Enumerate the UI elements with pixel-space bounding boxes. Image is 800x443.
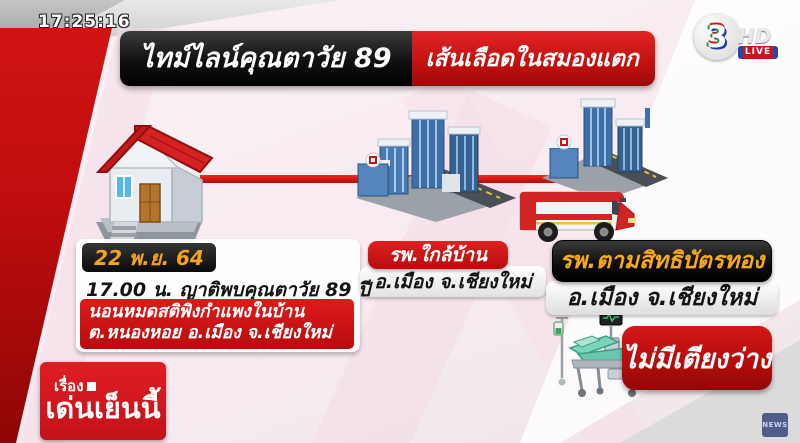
headline-title: ไทม์ไลน์คุณตาวัย 89	[120, 31, 412, 86]
square-bullet-icon	[86, 381, 96, 391]
channel3-number: 3	[706, 19, 728, 55]
event-detail-line1: นอนหมดสติพิงกำแพงในบ้าน	[88, 302, 305, 322]
clock-timestamp: 17:25:16	[38, 12, 131, 32]
headline-banner: ไทม์ไลน์คุณตาวัย 89 เส้นเลือดในสมองแตก	[120, 31, 655, 86]
program-logo-top: เรื่อง	[54, 377, 96, 395]
event-detail-box: นอนหมดสติพิงกำแพงในบ้าน ต.หนองหอย อ.เมือ…	[80, 299, 354, 349]
hospital-buildings-icon	[356, 110, 516, 222]
near-hospital-badge: รพ.ใกล้บ้าน	[368, 241, 508, 269]
ambulance-icon	[519, 191, 636, 242]
channel3-hd-live-logo: 3 HD LIVE	[694, 14, 782, 68]
house-icon	[95, 125, 214, 242]
event-detail-line2: ต.หนองหอย อ.เมือง จ.เชียงใหม่	[88, 323, 332, 343]
headline-subtitle: เส้นเลือดในสมองแตก	[411, 31, 655, 86]
event-date-badge: 22 พ.ย. 64	[82, 243, 216, 272]
program-brand-bottom: เด่นเย็นนี้	[45, 391, 161, 425]
no-bed-status-badge: ไม่มีเตียงว่าง	[622, 326, 772, 390]
hd-badge: HD	[738, 24, 772, 48]
news-watermark-icon: NEWS	[762, 413, 788, 437]
gold-card-hospital-location: อ.เมือง จ.เชียงใหม่	[546, 281, 778, 315]
program-brand-top: เรื่อง	[54, 377, 84, 395]
event-description: 17.00 น. ญาติพบคุณตาวัย 89 ปี	[86, 279, 371, 301]
gold-card-hospital-badge: รพ.ตามสิทธิบัตรทอง	[552, 240, 772, 282]
program-logo: เรื่อง เด่นเย็นนี้	[40, 362, 166, 440]
hospital-buildings-icon	[542, 98, 668, 200]
channel3-circle	[694, 14, 740, 60]
live-badge: LIVE	[738, 46, 778, 59]
near-hospital-location: อ.เมือง จ.เชียงใหม่	[360, 266, 546, 297]
